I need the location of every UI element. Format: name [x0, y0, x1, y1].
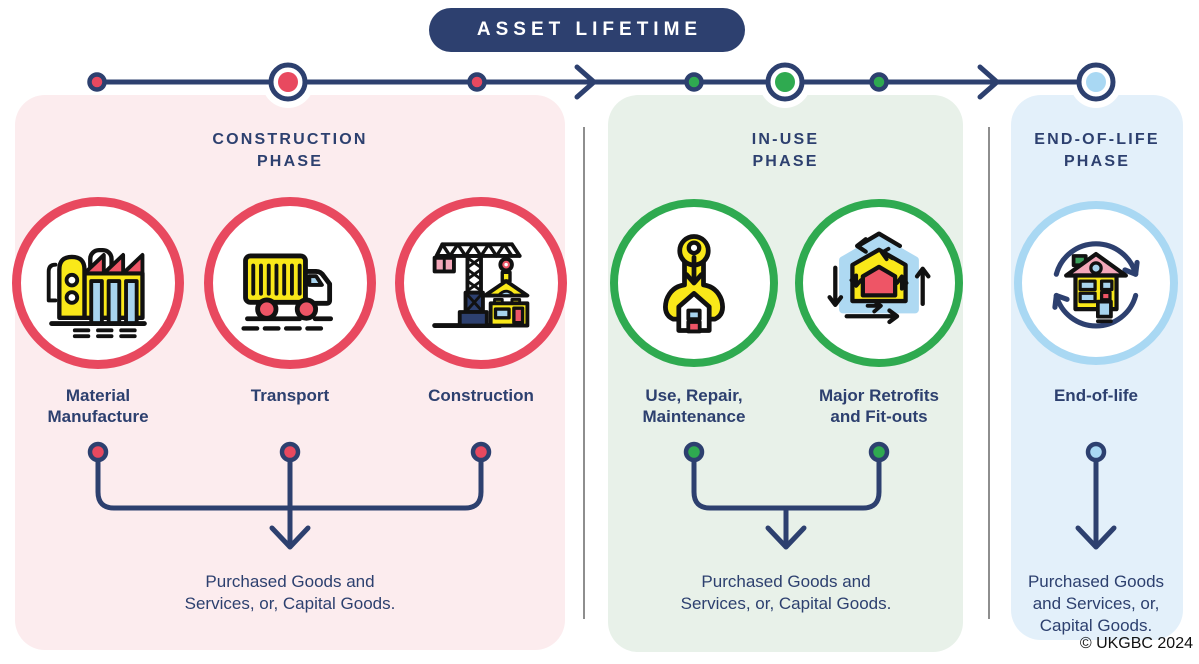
- material-manufacture-label: Material Manufacture: [47, 386, 149, 426]
- timeline-major-dot-blue: [1076, 62, 1116, 102]
- phase-title-line: IN-USE: [751, 131, 820, 148]
- phase-title-line: END-OF-LIFE: [1034, 131, 1160, 148]
- phase-title-line: PHASE: [752, 153, 819, 170]
- timeline-dot-red: [467, 72, 487, 92]
- construction-phase-panel: [15, 95, 565, 650]
- divider-construction-inuse: [583, 127, 585, 619]
- material-manufacture-circle: [12, 197, 184, 369]
- timeline-dot-red: [87, 72, 107, 92]
- pin-dot-green: [868, 441, 890, 463]
- end-of-life-phase-title: END-OF-LIFE PHASE: [1011, 129, 1183, 173]
- factory-icon: [46, 247, 147, 339]
- end-of-life-circle: [1014, 201, 1178, 365]
- copyright-text: © UKGBC 2024: [1079, 635, 1193, 652]
- pin-dot-red: [470, 441, 492, 463]
- construction-label: Construction: [428, 386, 534, 405]
- use-repair-maintenance-circle: [610, 199, 778, 367]
- title-pill: ASSET LIFETIME: [429, 8, 745, 52]
- pin-dot-blue: [1085, 441, 1107, 463]
- end-of-life-label: End-of-life: [1053, 386, 1139, 405]
- transport-circle: [204, 197, 376, 369]
- construction-circle: [395, 197, 567, 369]
- timeline-arrow-icon: [977, 64, 1000, 100]
- timeline-major-dot-red: [268, 62, 308, 102]
- divider-inuse-eol: [988, 127, 990, 619]
- use-repair-maintenance-label: Use, Repair, Maintenance: [642, 386, 746, 426]
- construction-bracket: [87, 441, 492, 550]
- timeline-dot-green: [684, 72, 704, 92]
- pin-dot-red: [279, 441, 301, 463]
- end-of-life-arrow: [1075, 441, 1117, 550]
- pin-dot-red: [87, 441, 109, 463]
- in-use-bracket: [683, 441, 890, 550]
- construction-output-text: Purchased Goods and Services, or, Capita…: [184, 572, 396, 613]
- retrofit-house-icon: [827, 231, 931, 325]
- pin-dot-green: [683, 441, 705, 463]
- recycle-house-icon: [1052, 241, 1140, 329]
- end-of-life-output-text: Purchased Goods and Services, or, Capita…: [1027, 572, 1165, 635]
- timeline-arrow-icon: [574, 64, 597, 100]
- timeline-major-dot-green: [765, 62, 805, 102]
- in-use-output-text: Purchased Goods and Services, or, Capita…: [680, 572, 892, 613]
- construction-phase-title: CONSTRUCTION PHASE: [15, 129, 565, 173]
- in-use-phase-title: IN-USE PHASE: [608, 129, 963, 173]
- crane-icon: [432, 242, 530, 328]
- in-use-phase-panel: [608, 95, 963, 652]
- truck-icon: [241, 253, 334, 331]
- phase-title-line: CONSTRUCTION: [212, 131, 368, 148]
- transport-label: Transport: [250, 386, 330, 405]
- wrench-house-icon: [663, 234, 725, 334]
- major-retrofits-circle: [795, 199, 963, 367]
- phase-title-line: PHASE: [256, 153, 324, 170]
- phase-title-line: PHASE: [1063, 153, 1131, 170]
- diagram-title: ASSET LIFETIME: [476, 19, 703, 40]
- timeline-dot-green: [869, 72, 889, 92]
- major-retrofits-label: Major Retrofits and Fit-outs: [819, 386, 939, 426]
